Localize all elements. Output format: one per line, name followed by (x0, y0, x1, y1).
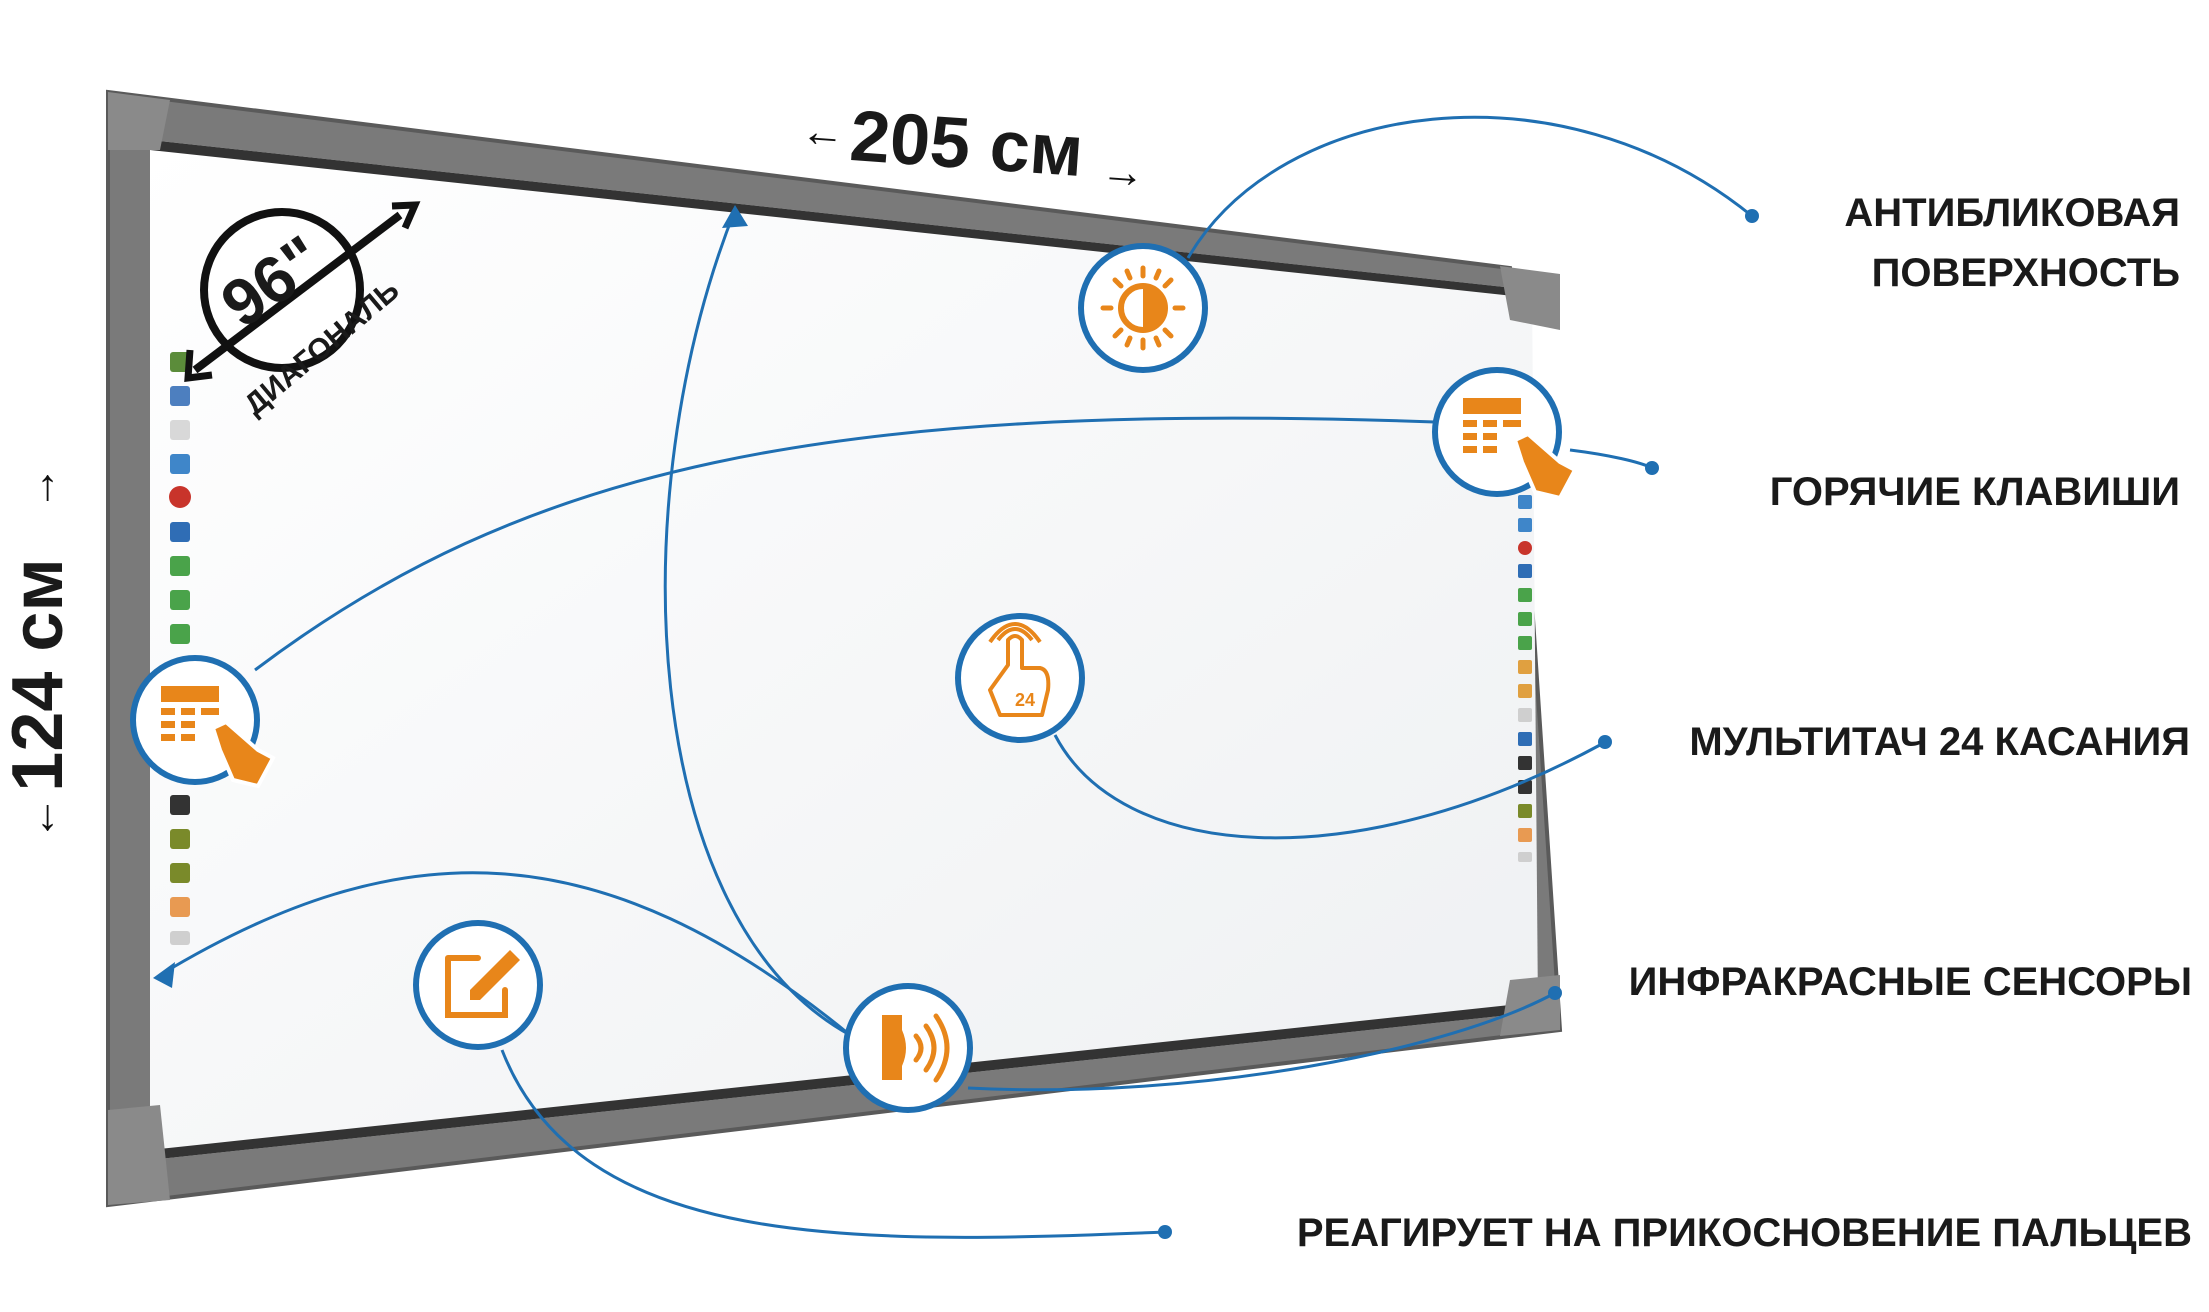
endpoint-dot (1598, 735, 1612, 749)
feature-antiglare-line1: АНТИБЛИКОВАЯ (1844, 191, 2180, 235)
toolbar-icon[interactable] (170, 420, 190, 440)
feature-antiglare-line2: ПОВЕРХНОСТЬ (1872, 251, 2180, 295)
right-toolbar (1518, 495, 1532, 862)
width-dimension: ← 205 см → (799, 96, 1146, 198)
down-arrow-icon: ← (16, 796, 65, 840)
width-label: 205 см (847, 96, 1085, 192)
endpoint-dot (1745, 209, 1759, 223)
left-arrow-icon: ← (799, 106, 846, 158)
connector-hotkeys-right (1569, 448, 1653, 470)
feature-finger-touch: РЕАГИРУЕТ НА ПРИКОСНОВЕНИЕ ПАЛЬЦЕВ (1297, 1211, 2192, 1255)
arrow-head-icon (184, 349, 213, 383)
toolbar-icon[interactable] (1518, 495, 1532, 509)
feature-multitouch: МУЛЬТИТАЧ 24 КАСАНИЯ (1689, 720, 2190, 764)
endpoint-dot (1158, 1225, 1172, 1239)
toolbar-icon[interactable] (170, 624, 190, 644)
corner-cap-top-left (108, 92, 170, 150)
close-icon[interactable] (169, 486, 191, 508)
connector-infrared-right (967, 991, 1556, 1092)
connector-infrared-up (663, 209, 851, 1037)
toolbar-icon[interactable] (170, 897, 190, 917)
endpoint-dot (1548, 986, 1562, 1000)
toolbar-icon[interactable] (170, 352, 190, 372)
feature-infrared: ИНФРАКРАСНЫЕ СЕНСОРЫ (1629, 960, 2192, 1004)
connector-lines (159, 115, 1753, 1239)
arrow-head-icon (391, 201, 421, 230)
toolbar-icon[interactable] (170, 386, 190, 406)
connector-endpoints (153, 205, 1759, 1239)
corner-cap-bottom-left (108, 1105, 170, 1205)
endpoint-dot (1645, 461, 1659, 475)
toolbar-icon[interactable] (170, 829, 190, 849)
connector-antiglare (1186, 115, 1753, 259)
right-arrow-icon: → (1099, 146, 1146, 198)
arrowhead (153, 962, 175, 988)
up-arrow-icon: → (16, 466, 65, 510)
board-surface (150, 140, 1538, 1160)
arrowhead (722, 205, 748, 228)
feature-hotkeys: ГОРЯЧИЕ КЛАВИШИ (1770, 470, 2180, 514)
toolbar-icon[interactable] (170, 590, 190, 610)
diagonal-arrow (192, 211, 403, 374)
board-bottom-tray (150, 1002, 1538, 1160)
toolbar-icon[interactable] (1518, 852, 1532, 862)
corner-cap-top-right (1500, 266, 1560, 330)
connector-hotkeys-left (254, 416, 1436, 672)
toolbar-icon[interactable] (170, 795, 190, 815)
toolbar-icon[interactable] (1518, 804, 1532, 818)
toolbar-icon[interactable] (1518, 708, 1532, 722)
toolbar-icon[interactable] (1518, 636, 1532, 650)
pen-edit-icon (413, 920, 543, 1050)
toolbar-icon[interactable] (170, 556, 190, 576)
hotkeys-icon (1432, 367, 1578, 501)
toolbar-icon[interactable] (1518, 732, 1532, 746)
connector-finger-touch (500, 1049, 1166, 1239)
toolbar-icon[interactable] (1518, 660, 1532, 674)
height-dimension: → 124 см ← (0, 466, 78, 840)
multitouch-badge: 24 (1015, 690, 1035, 710)
sun-icon (1078, 243, 1208, 373)
multitouch-icon: 24 (955, 613, 1085, 743)
toolbar-icon[interactable] (170, 863, 190, 883)
toolbar-icon[interactable] (1518, 828, 1532, 842)
hotkeys-icon (130, 655, 276, 789)
toolbar-icon[interactable] (170, 454, 190, 474)
connector-multitouch (1053, 734, 1601, 840)
toolbar-icon[interactable] (1518, 564, 1532, 578)
toolbar-icon[interactable] (1518, 518, 1532, 532)
left-toolbar (169, 352, 191, 945)
toolbar-icon[interactable] (1518, 588, 1532, 602)
toolbar-icon[interactable] (1518, 612, 1532, 626)
infrared-sensor-icon (843, 983, 973, 1113)
height-label: 124 см (0, 558, 78, 791)
connector-infrared-left (159, 871, 851, 1037)
feature-labels: АНТИБЛИКОВАЯ ПОВЕРХНОСТЬ ГОРЯЧИЕ КЛАВИШИ… (1297, 191, 2192, 1255)
close-icon[interactable] (1518, 541, 1532, 555)
toolbar-icon[interactable] (1518, 756, 1532, 770)
toolbar-icon[interactable] (170, 931, 190, 945)
toolbar-icon[interactable] (170, 522, 190, 542)
board-top-tray (150, 140, 1532, 298)
toolbar-icon[interactable] (1518, 684, 1532, 698)
